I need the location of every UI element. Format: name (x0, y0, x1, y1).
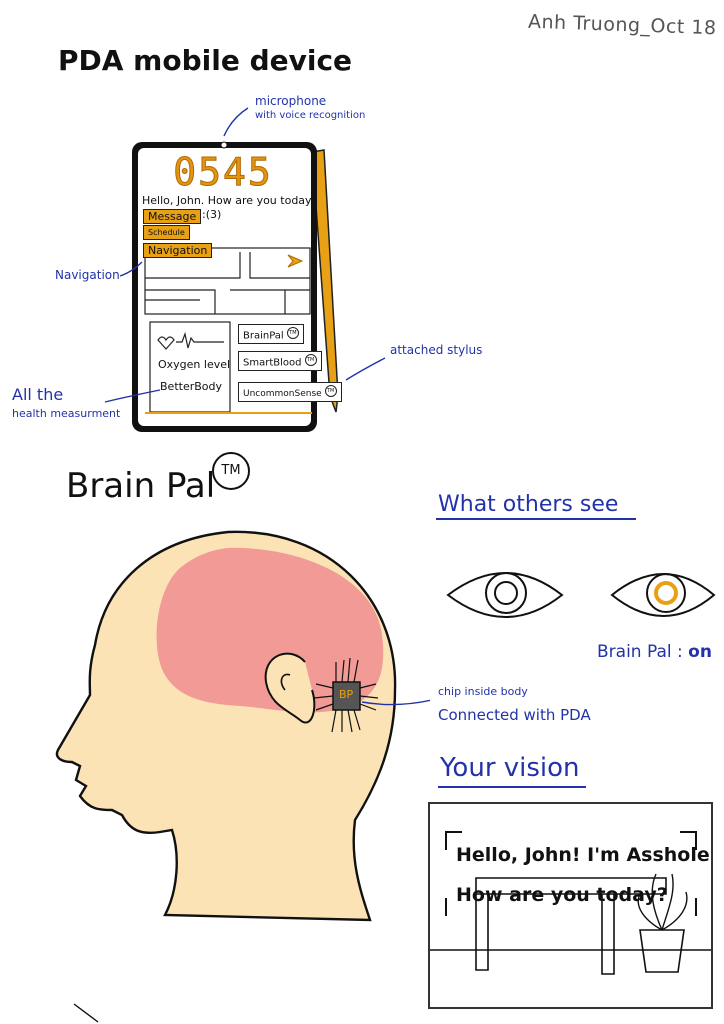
brainpal-status-value: on (688, 642, 712, 662)
schedule-button[interactable]: Schedule (143, 225, 190, 240)
brainpal-status: Brain Pal : on (597, 642, 712, 662)
health-arrow (104, 389, 161, 403)
others-see-heading: What others see (438, 492, 619, 517)
tm-badge: TM (324, 385, 337, 397)
navigation-button[interactable]: Navigation (143, 243, 213, 258)
brainpal-status-prefix: Brain Pal : (597, 642, 683, 662)
vision-greeting-line2: How are you today? (456, 884, 668, 906)
pda-device-drawing (104, 107, 386, 432)
your-vision-heading: Your vision (440, 753, 580, 783)
brain-shape (156, 547, 384, 713)
stylus-shape (311, 149, 339, 413)
chip-label: BP (339, 688, 354, 701)
eye-normal-icon (446, 572, 564, 618)
chip-body (332, 681, 361, 711)
hud-brackets (445, 831, 697, 916)
health-annotation-line1: All the (12, 385, 64, 404)
table-top (475, 877, 667, 895)
plant-leaves (637, 873, 688, 931)
nav-arrow (119, 261, 143, 277)
navigation-map (144, 247, 311, 315)
pda-title: PDA mobile device (58, 44, 353, 77)
chip-arrow (361, 699, 430, 706)
pda-greeting: Hello, John. How are you today? (142, 194, 318, 207)
microphone-detail-annotation: with voice recognition (255, 110, 366, 121)
app-label: BrainPal (243, 330, 284, 342)
your-vision-underline (438, 786, 586, 788)
ear-shape (264, 652, 316, 724)
head-drawing (55, 530, 430, 922)
mic-arrow (223, 107, 249, 137)
brainpal-title: Brain Pal (66, 466, 216, 506)
heart-icon (157, 336, 175, 350)
microphone-icon (220, 141, 228, 149)
plant-pot (639, 929, 685, 973)
vision-scene (430, 831, 711, 975)
corner-stroke (73, 1003, 99, 1023)
app-label: UncommonSense (243, 389, 322, 399)
stylus-annotation: attached stylus (390, 343, 483, 357)
message-button[interactable]: Message (143, 209, 202, 224)
app-smartblood-button[interactable]: SmartBlood TM (238, 351, 322, 372)
pda-clock: 0545 (173, 150, 273, 195)
message-count: :(3) (202, 208, 222, 221)
chip-wires (313, 657, 379, 733)
others-see-underline (436, 518, 636, 520)
tm-badge: TM (286, 327, 299, 339)
tm-symbol: TM (212, 452, 250, 490)
betterbody-label: BetterBody (160, 380, 222, 393)
app-label: SmartBlood (243, 357, 302, 369)
microphone-annotation: microphone (255, 94, 327, 108)
chip-annotation-line1: chip inside body (438, 685, 528, 698)
health-annotation-line2: health measurment (12, 407, 121, 420)
eye-brainpal-on-icon (610, 573, 716, 617)
app-uncommonsense-button[interactable]: UncommonSense TM (238, 382, 342, 402)
vision-greeting-line1: Hello, John! I'm Asshole (456, 844, 710, 866)
navigation-annotation: Navigation (55, 268, 120, 282)
stylus-arrow (345, 357, 386, 381)
tm-badge: TM (304, 354, 317, 366)
navigation-arrow-icon (287, 254, 304, 268)
oxygen-level-label: Oxygen level (158, 358, 231, 371)
vision-frame (428, 802, 713, 1009)
chip-annotation-line2: Connected with PDA (438, 706, 591, 724)
eyes-drawing (446, 572, 716, 618)
app-brainpal-button[interactable]: BrainPal TM (238, 324, 304, 345)
heartbeat-icon (176, 331, 224, 349)
